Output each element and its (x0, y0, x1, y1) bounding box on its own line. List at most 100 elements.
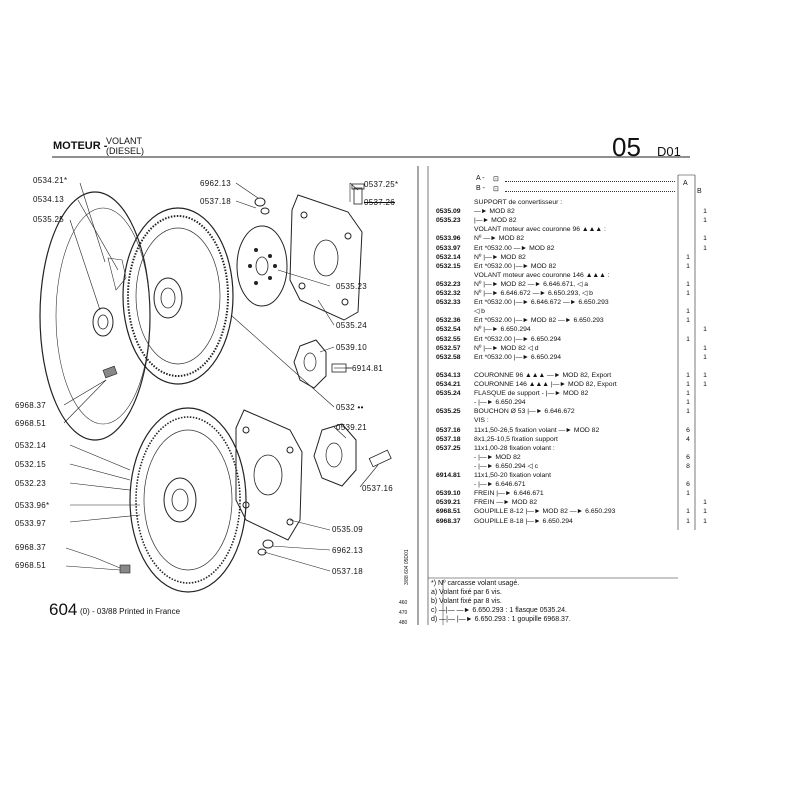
flywheel-upper (39, 191, 234, 441)
legend-a-icon: ⊡ (493, 176, 499, 183)
part-description: 8x1,25-10,5 fixation support (474, 435, 558, 443)
quantity-column-a: 1 (686, 335, 690, 343)
part-description: VIS : (474, 417, 489, 425)
part-description: COURONNE 146 ▲▲▲ |—► MOD 82, Export (474, 381, 617, 388)
part-reference: 6968.37 (436, 517, 461, 525)
vertical-code: 3/88 604 05D01 (404, 549, 410, 585)
part-description: Nº |—► MOD 82 —► 6.646.671, ◁ a (474, 280, 588, 288)
part-reference: 0532.14 (436, 253, 461, 261)
part-reference: 0533.97 (436, 244, 461, 252)
margin-code-3: 480 (399, 620, 408, 626)
quantity-column-a: 6 (686, 453, 690, 461)
callout-6962-13-lower: 6962.13 (332, 546, 364, 555)
callout-6968-51-upper: 6968.51 (15, 419, 47, 428)
callout-0539-10: 0539.10 (336, 343, 368, 352)
quantity-column-b: 1 (703, 508, 707, 516)
part-reference: 0532.58 (436, 353, 461, 361)
quantity-column-b: 1 (703, 217, 707, 225)
legend-b-icon: ⊡ (493, 186, 499, 193)
flywheel-lower (102, 365, 247, 593)
part-description: Nº |—► 6.650.294 (474, 326, 531, 334)
quantity-column-a: 4 (686, 435, 690, 443)
part-reference: 0539.10 (436, 490, 461, 498)
callout-0532-14: 0532.14 (15, 441, 47, 450)
parts-table-row: 6914.81 11x1,50-20 fixation volant (436, 472, 726, 481)
quantity-column-b: 1 (703, 353, 707, 361)
part-description: Nº |—► MOD 82 ◁ d (474, 344, 539, 352)
quantity-column-b: 1 (703, 499, 707, 507)
part-description: Ert *0532.00 |—► 6.650.294 (474, 335, 562, 343)
callout-6968-37-upper: 6968.37 (15, 401, 47, 410)
quantity-column-b: 1 (703, 381, 707, 388)
part-description: - |—► 6.646.671 (474, 481, 526, 489)
quantity-column-a: 1 (686, 508, 690, 516)
column-b-header: B (697, 188, 702, 195)
part-description: 11x1,50-26,5 fixation volant —► MOD 82 (474, 426, 600, 434)
part-description: - |—► 6.650.294 ◁ c (474, 462, 538, 470)
part-reference: 6914.81 (436, 472, 461, 479)
callout-0532-23: 0532.23 (15, 479, 47, 488)
quantity-column-a: 8 (686, 462, 690, 470)
part-description: FREIN —► MOD 82 (474, 499, 537, 507)
note-d: d) —|— |—► 6.650.293 : 1 goupille 6968.3… (431, 616, 571, 623)
part-description: Ert *0532.00 —► MOD 82 (474, 244, 555, 252)
callout-0532: 0532 •• (336, 403, 364, 412)
callout-0535-23: 0535.23 (336, 282, 368, 291)
parts-table-row: SUPPORT de convertisseur : (436, 199, 726, 208)
callout-0534-21: 0534.21* (33, 176, 68, 185)
lock-plate-lower (313, 423, 357, 487)
parts-table-row: VOLANT moteur avec couronne 96 ▲▲▲ : (436, 226, 726, 235)
part-description: - |—► MOD 82 (474, 453, 521, 461)
callout-0537-16: 0537.16 (362, 484, 394, 493)
legend-a-leader (505, 176, 675, 182)
part-description: VOLANT moteur avec couronne 146 ▲▲▲ : (474, 271, 610, 279)
callout-0537-18-lower: 0537.18 (332, 567, 364, 576)
part-description: FREIN |—► 6.646.671 (474, 490, 544, 498)
callout-6968-51-lower: 6968.51 (15, 561, 47, 570)
part-reference: 0532.57 (436, 344, 461, 352)
part-description: Nº |—► MOD 82 (474, 253, 526, 261)
quantity-column-b: 1 (703, 371, 707, 379)
quantity-column-a: 1 (686, 390, 690, 398)
quantity-column-a: 1 (686, 399, 690, 407)
parts-table-row: - |—► MOD 82 6 (436, 454, 726, 463)
lock-plate-upper (293, 339, 327, 389)
note-c: c) —|— —► 6.650.293 : 1 flasque 0535.24. (431, 607, 567, 614)
part-reference: 0532.15 (436, 262, 461, 270)
part-description: Nº —► MOD 82 (474, 235, 524, 243)
washer-6962-upper (254, 197, 270, 215)
part-description: Ert *0532.00 |—► MOD 82 (474, 262, 557, 270)
part-description: VOLANT moteur avec couronne 96 ▲▲▲ : (474, 226, 606, 234)
part-reference: 0537.16 (436, 426, 461, 434)
flange-lower (235, 409, 303, 541)
quantity-column-a: 6 (686, 426, 690, 434)
parts-table-row: VOLANT moteur avec couronne 146 ▲▲▲ : (436, 272, 726, 281)
part-description: Ert *0532.00 |—► 6.646.672 —► 6.650.293 (474, 299, 609, 307)
quantity-column-a: 1 (686, 490, 690, 498)
part-description: FLASQUE de support - |—► MOD 82 (474, 390, 589, 398)
note-asterisk: *) Nº carcasse volant usagé. (431, 580, 520, 587)
quantity-column-a: 1 (686, 280, 690, 288)
part-description: 11x1,50-20 fixation volant (474, 472, 551, 479)
bolt-0537-25 (351, 183, 365, 205)
part-description: SUPPORT de convertisseur : (474, 199, 563, 206)
quantity-column-a: 1 (686, 317, 690, 325)
margin-code-2: 470 (399, 610, 408, 616)
parts-table: SUPPORT de convertisseur : 0535.09—► MOD … (436, 199, 726, 529)
